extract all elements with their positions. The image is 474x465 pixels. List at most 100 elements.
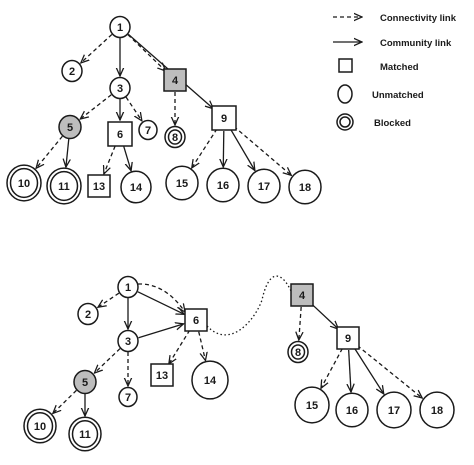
node-7-bottom: 7	[118, 386, 138, 408]
b4-to-b9-edge	[310, 302, 339, 329]
b9-to-b16-edge	[349, 349, 351, 392]
node-label: 17	[388, 405, 400, 417]
node-7-top: 7	[138, 119, 158, 141]
node-circle-shape	[191, 360, 229, 400]
node-label: 15	[176, 178, 188, 190]
node-square-shape	[107, 121, 133, 147]
node-square-shape	[163, 68, 187, 92]
node-label: 5	[67, 122, 73, 134]
node-16-bottom: 16	[335, 392, 369, 428]
node-inner-ring	[49, 170, 79, 202]
b9-to-b15-edge	[321, 348, 343, 389]
node-square-shape	[336, 326, 360, 350]
t6-to-t14-edge	[123, 146, 131, 170]
node-1-bottom: 1	[117, 275, 139, 299]
node-label: 2	[85, 309, 91, 321]
node-label: 5	[82, 377, 88, 389]
legend-connectivity-label: Connectivity link	[380, 13, 457, 24]
node-square-shape	[290, 283, 314, 307]
node-circle-shape	[117, 329, 139, 353]
node-circle-shape	[120, 170, 152, 204]
node-label: 16	[217, 180, 229, 192]
node-square-shape	[150, 363, 174, 387]
legend-unmatched-label: Unmatched	[372, 90, 424, 101]
square-icon	[338, 58, 353, 73]
node-inner-ring	[9, 167, 39, 199]
node-circle-shape	[58, 114, 82, 140]
b1-to-b6-edge	[137, 283, 185, 312]
legend-community-link: Community link	[333, 38, 452, 49]
node-square-shape	[184, 308, 208, 332]
node-label: 7	[125, 392, 131, 404]
node-inner-ring	[71, 419, 99, 449]
node-label: 6	[117, 129, 123, 141]
node-circle-shape	[419, 391, 455, 429]
node-circle-shape	[109, 76, 131, 100]
b1-to-b6-edge	[137, 291, 184, 315]
node-label: 16	[346, 405, 358, 417]
node-label: 8	[295, 347, 301, 359]
node-circle-shape	[247, 168, 281, 204]
node-label: 8	[172, 132, 178, 144]
node-label: 4	[172, 75, 179, 87]
node-5-bottom: 5	[73, 369, 97, 395]
b3-to-b5-edge	[94, 348, 121, 373]
node-square-shape	[211, 105, 237, 131]
legend-blocked-label: Blocked	[374, 118, 411, 129]
node-18-bottom: 18	[419, 391, 455, 429]
node-label: 10	[34, 421, 46, 433]
node-5-top: 5	[58, 114, 82, 140]
node-circle-shape	[206, 167, 240, 203]
node-label: 18	[431, 405, 443, 417]
node-16-top: 16	[206, 167, 240, 203]
node-circle-shape	[109, 15, 131, 39]
t9-to-t18-edge	[233, 125, 291, 175]
node-circle-shape	[77, 302, 99, 326]
bottom-graph-edges	[53, 275, 422, 416]
node-inner-ring	[167, 129, 183, 145]
node-9-bottom: 9	[336, 326, 360, 350]
node-label: 1	[117, 22, 123, 34]
node-13-bottom: 13	[150, 363, 174, 387]
t1-to-t4-edge	[127, 34, 166, 71]
node-11-bottom: 11	[68, 416, 102, 452]
node-14-bottom: 14	[191, 360, 229, 400]
node-15-bottom: 15	[294, 386, 330, 424]
node-9-top: 9	[211, 105, 237, 131]
node-3-bottom: 3	[117, 329, 139, 353]
node-label: 9	[345, 333, 351, 345]
node-label: 4	[299, 290, 306, 302]
node-label: 6	[193, 315, 199, 327]
t9-to-t17-edge	[230, 128, 255, 170]
node-14-top: 14	[120, 170, 152, 204]
node-circle-shape	[118, 386, 138, 408]
legend-matched-label: Matched	[380, 62, 419, 73]
node-label: 1	[125, 282, 131, 294]
node-label: 11	[79, 429, 91, 441]
node-6-bottom: 6	[184, 308, 208, 332]
b5-to-b10-edge	[53, 389, 77, 413]
node-17-bottom: 17	[376, 391, 412, 429]
node-label: 10	[18, 178, 30, 190]
t5-to-t11-edge	[66, 138, 69, 167]
b1-to-b2-edge	[98, 292, 120, 307]
bottom-graph-nodes: 1 2 3 5 6 7 10 11 13 14 4 8 9 15 16 17 18	[23, 275, 455, 452]
node-10-bottom: 10	[23, 408, 57, 444]
node-circle-shape	[288, 169, 322, 205]
node-circle-shape	[138, 119, 158, 141]
t9-to-t16-edge	[223, 130, 224, 167]
node-17-top: 17	[247, 168, 281, 204]
node-circle-shape	[73, 369, 97, 395]
node-3-top: 3	[109, 76, 131, 100]
node-label: 9	[221, 113, 227, 125]
t1-to-t2-edge	[81, 33, 113, 62]
node-13-top: 13	[87, 174, 111, 198]
node-label: 14	[204, 375, 217, 387]
t9-to-t15-edge	[192, 128, 218, 168]
t3-to-t7-edge	[125, 96, 142, 121]
top-graph-edges	[36, 33, 291, 175]
circle-icon	[337, 84, 353, 104]
